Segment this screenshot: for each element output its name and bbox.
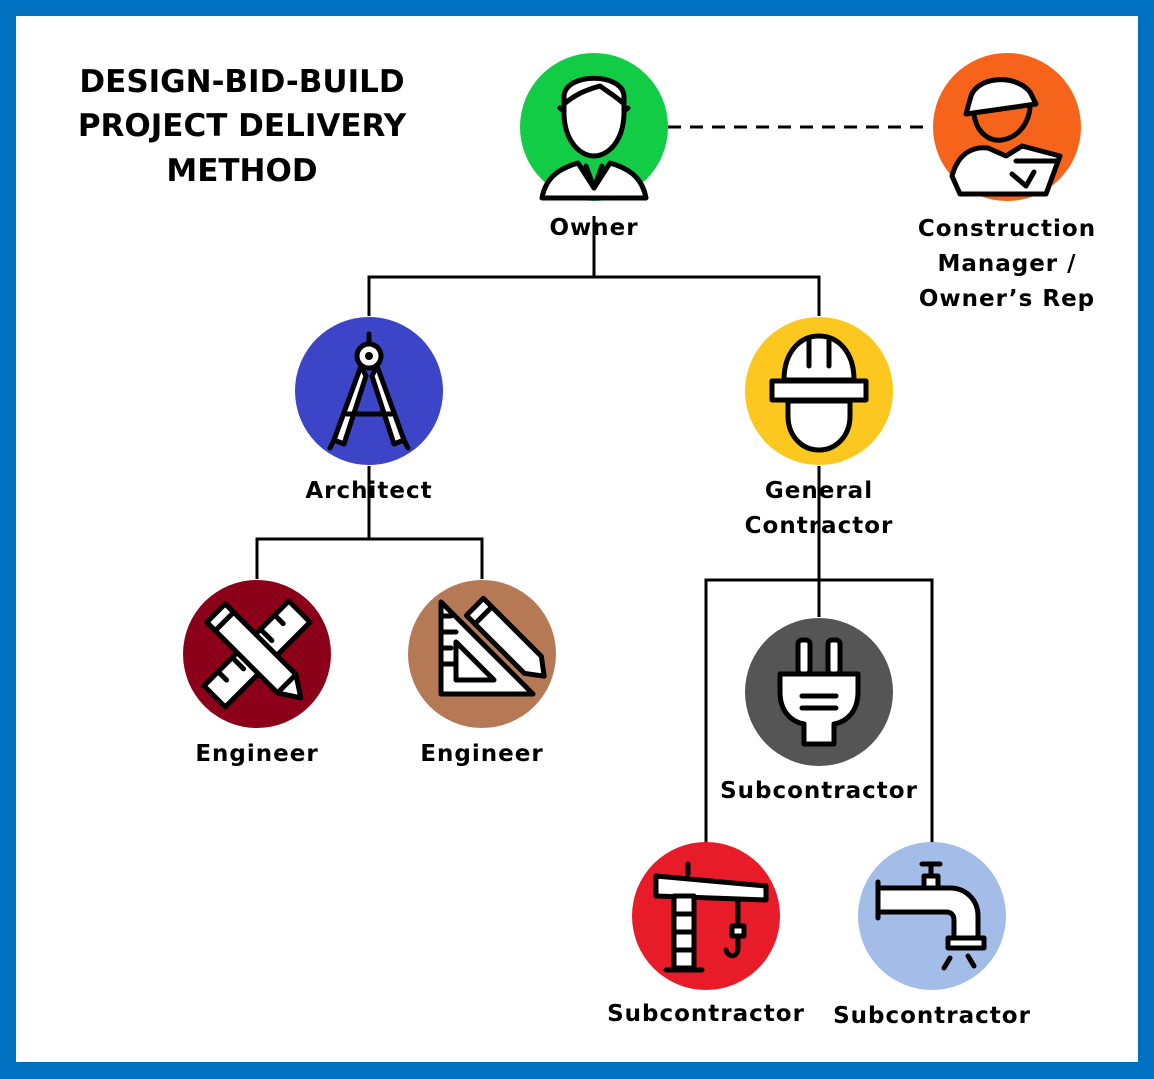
subcontractor-crane-circle (632, 842, 780, 990)
subcontractor-plumbing-label: Subcontractor (833, 1003, 1031, 1029)
subcontractor-crane-node[interactable]: Subcontractor (607, 842, 805, 1027)
drafting-compass-icon (327, 331, 411, 451)
connectors (255, 125, 934, 846)
general-contractor-label-line-1: General (765, 478, 873, 504)
title-line-2: PROJECT DELIVERY (78, 108, 407, 144)
ruler-pencil-icon (201, 598, 313, 710)
construction-manager-label-line-2: Manager / (937, 251, 1076, 277)
engineer-2-label: Engineer (420, 741, 543, 767)
architect-gc-bracket (367, 275, 821, 316)
engineer-2-node[interactable]: Engineer (408, 580, 556, 767)
title-line-1: DESIGN-BID-BUILD (79, 64, 404, 100)
set-square-icon (438, 595, 547, 697)
engineer-1-node[interactable]: Engineer (183, 580, 331, 767)
general-contractor-label-line-2: Contractor (745, 513, 894, 539)
inspector-icon (949, 77, 1063, 197)
engineers-bracket (255, 537, 484, 579)
architect-label: Architect (305, 478, 432, 504)
subcontractor-electrical-node[interactable]: Subcontractor (720, 618, 918, 804)
businessman-icon (539, 75, 649, 201)
faucet-icon (875, 861, 987, 971)
construction-manager-label-line-3: Owner’s Rep (919, 286, 1095, 312)
architect-node[interactable]: Architect (295, 317, 443, 504)
hard-hat-icon (769, 333, 869, 453)
diagram-frame: DESIGN-BID-BUILD PROJECT DELIVERY METHOD… (16, 16, 1138, 1062)
construction-manager-node[interactable]: Construction Manager / Owner’s Rep (918, 53, 1096, 312)
owner-label: Owner (549, 215, 638, 241)
plug-icon (777, 637, 861, 747)
architect-circle (295, 317, 443, 465)
subcontractor-crane-label: Subcontractor (607, 1001, 805, 1027)
title-line-3: METHOD (166, 153, 317, 189)
subcontractors-bracket (704, 578, 934, 846)
engineer-1-label: Engineer (195, 741, 318, 767)
owner-node[interactable]: Owner (520, 53, 668, 241)
subcontractor-plumbing-circle (858, 842, 1006, 990)
construction-manager-label-line-1: Construction (918, 216, 1096, 242)
subcontractor-plumbing-node[interactable]: Subcontractor (833, 842, 1031, 1029)
org-chart: DESIGN-BID-BUILD PROJECT DELIVERY METHOD… (78, 53, 1096, 1029)
subcontractor-electrical-label: Subcontractor (720, 778, 918, 804)
diagram-title: DESIGN-BID-BUILD PROJECT DELIVERY METHOD (78, 64, 407, 189)
general-contractor-node[interactable]: General Contractor (745, 317, 894, 539)
crane-icon (653, 861, 769, 973)
